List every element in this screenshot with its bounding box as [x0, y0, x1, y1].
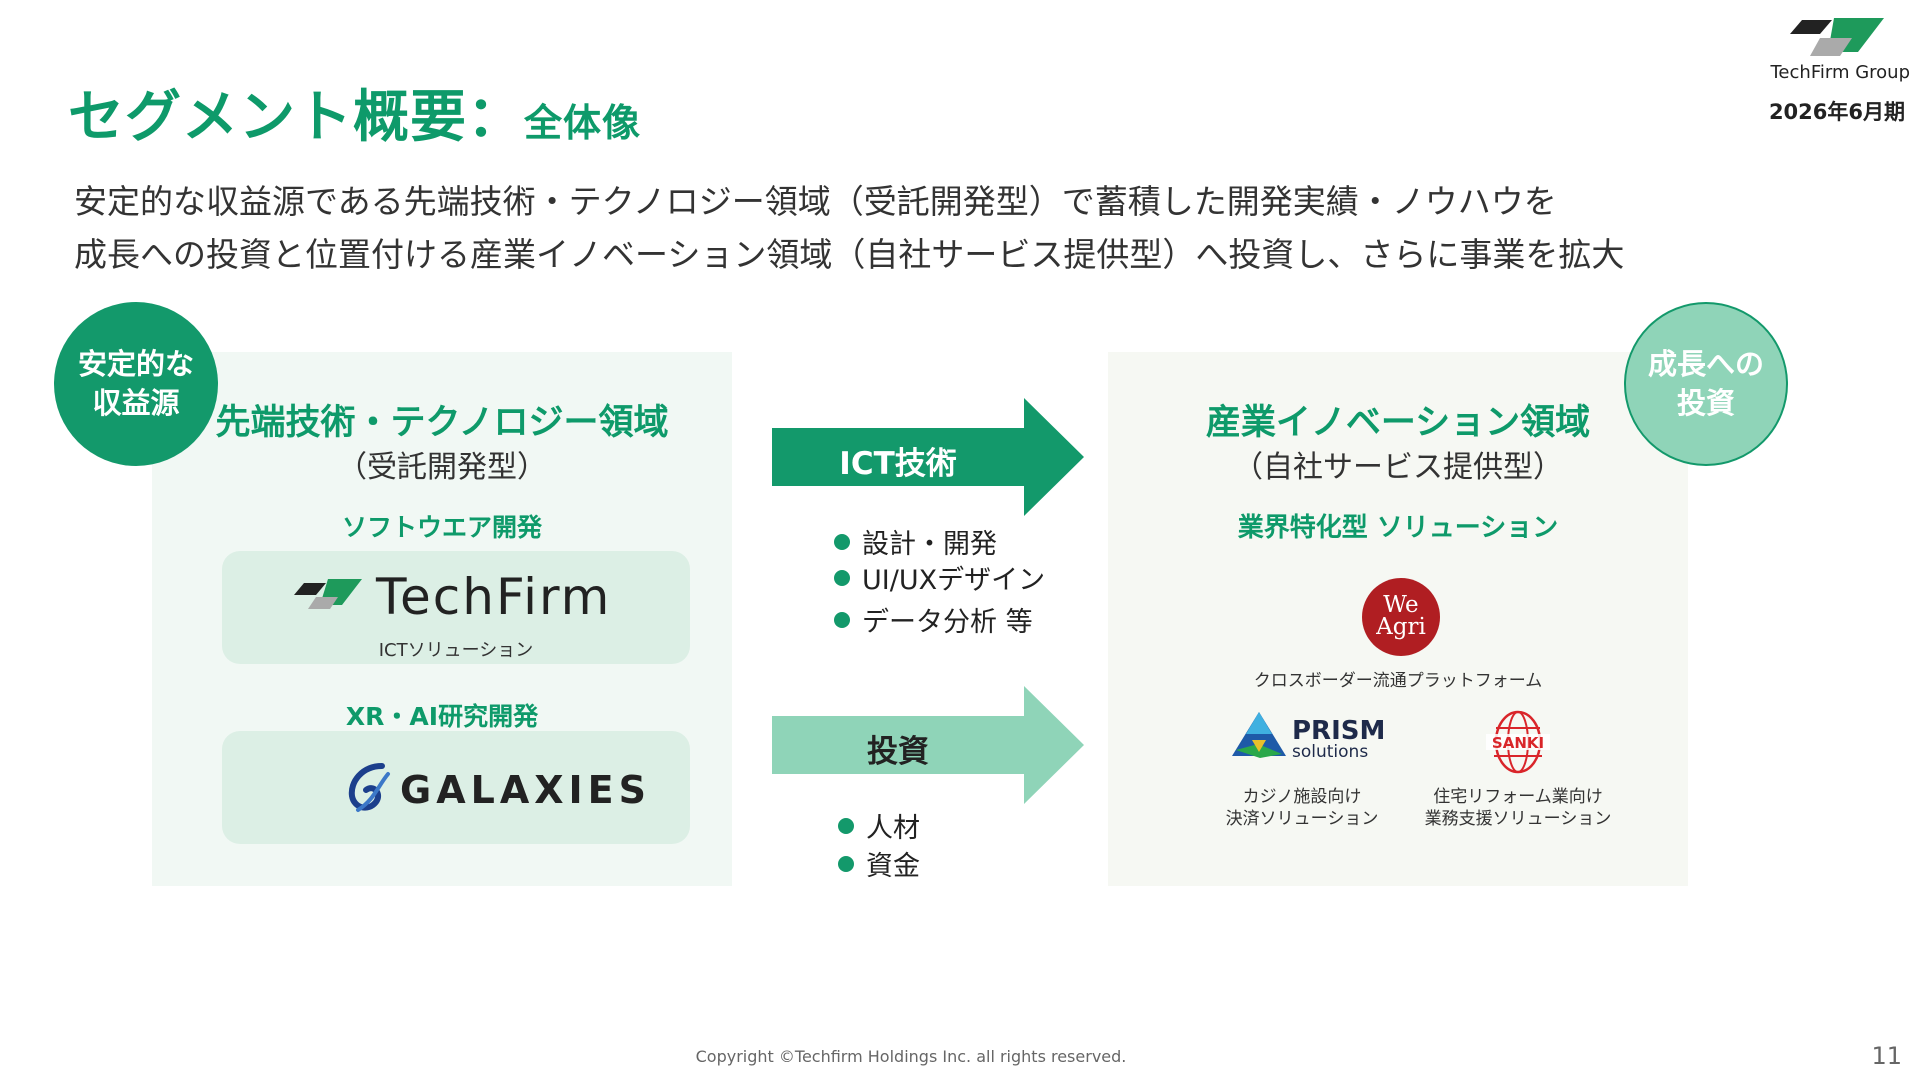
weagri-logo-line1: We [1383, 592, 1419, 619]
ict-arrow-label: ICT技術 [839, 446, 957, 482]
list-item: 人材 [838, 806, 920, 845]
investment-arrow-label: 投資 [867, 734, 929, 770]
right-panel-title: 産業イノベーション領域 [1205, 403, 1591, 443]
growth-circle-line1: 成長への [1647, 346, 1764, 381]
prism-triangle-icon [1232, 712, 1286, 758]
prism-wordmark: PRISM [1292, 716, 1386, 746]
sanki-globe-icon: SANKI [1486, 710, 1550, 774]
xr-ai-label: XR・AI研究開発 [345, 702, 539, 731]
galaxies-swirl-icon [348, 763, 390, 812]
page-title-main: セグメント概要 [68, 85, 467, 150]
prism-solutions-text: solutions [1292, 742, 1369, 762]
software-dev-label: ソフトウエア開発 [341, 513, 542, 542]
page-title-sub: 全体像 [524, 101, 642, 145]
stable-circle-line1: 安定的な [77, 346, 194, 381]
galaxies-card [222, 731, 690, 844]
ict-arrow-icon [772, 398, 1084, 516]
growth-investment-circle: 成長への 投資 [1624, 302, 1788, 466]
techfirm-mark-icon [294, 579, 362, 609]
page-number: 11 [1871, 1042, 1902, 1070]
lead-text-line1: 安定的な収益源である先端技術・テクノロジー領域（受託開発型）で蓄積した開発実績・… [74, 182, 1557, 221]
techfirm-wordmark: TechFirm [376, 568, 612, 626]
stable-circle-line2: 収益源 [92, 386, 180, 420]
techfirm-logo-icon [1790, 18, 1884, 56]
lead-text-line2: 成長への投資と位置付ける産業イノベーション領域（自社サービス提供型）へ投資し、さ… [74, 235, 1625, 274]
page-title: セグメント概要：全体像 [68, 72, 641, 153]
left-panel-subtitle: （受託開発型） [337, 450, 547, 485]
list-item: UI/UXデザイン [834, 558, 1045, 597]
page-title-separator: ： [467, 85, 524, 150]
group-logo-text: TechFirm Group [1770, 62, 1911, 83]
bullet-dot-icon [834, 533, 850, 550]
investment-arrow-icon [772, 686, 1084, 804]
bullet-dot-icon [834, 569, 850, 586]
industry-solution-label: 業界特化型 ソリューション [1237, 513, 1559, 543]
bullet-dot-icon [834, 611, 850, 628]
techfirm-card [222, 551, 690, 664]
list-item: 設計・開発 [834, 522, 997, 561]
fiscal-period: 2026年6月期 [1768, 100, 1905, 124]
stable-revenue-circle: 安定的な 収益源 [54, 302, 218, 466]
copyright-text: Copyright ©Techfirm Holdings Inc. all ri… [695, 1047, 1127, 1066]
sanki-caption-line2: 業務支援ソリューション [1424, 809, 1612, 829]
prism-caption-line1: カジノ施設向け [1242, 787, 1362, 807]
left-panel-title: 先端技術・テクノロジー領域 [215, 403, 669, 443]
bullet-dot-icon [838, 817, 854, 834]
right-panel-subtitle: （自社サービス提供型） [1233, 450, 1563, 485]
list-item: 資金 [838, 844, 920, 883]
galaxies-wordmark: GALAXIES [400, 768, 651, 812]
weagri-caption: クロスボーダー流通プラットフォーム [1253, 671, 1543, 691]
weagri-logo: We Agri [1362, 578, 1440, 656]
list-item: データ分析 等 [834, 600, 1033, 639]
bullet-dot-icon [838, 855, 854, 872]
growth-circle-line2: 投資 [1676, 386, 1735, 420]
prism-caption-line2: 決済ソリューション [1225, 809, 1379, 829]
techfirm-caption: ICTソリューション [378, 640, 534, 661]
weagri-logo-line2: Agri [1376, 614, 1426, 640]
sanki-caption-line1: 住宅リフォーム業向け [1433, 787, 1603, 807]
svg-text:SANKI: SANKI [1492, 734, 1544, 752]
